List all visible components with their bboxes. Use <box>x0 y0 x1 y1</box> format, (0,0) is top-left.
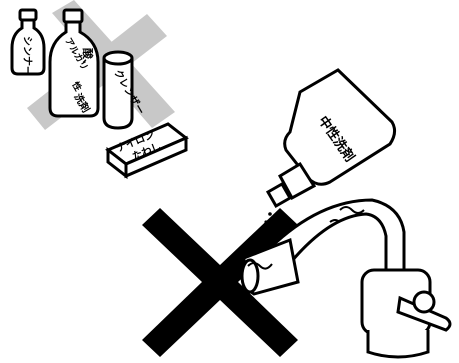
thinner-bottle: シンナー <box>12 10 44 76</box>
nylon-scrubber: ナイロン たわし <box>108 124 186 176</box>
thinner-label: シンナー <box>21 36 33 76</box>
